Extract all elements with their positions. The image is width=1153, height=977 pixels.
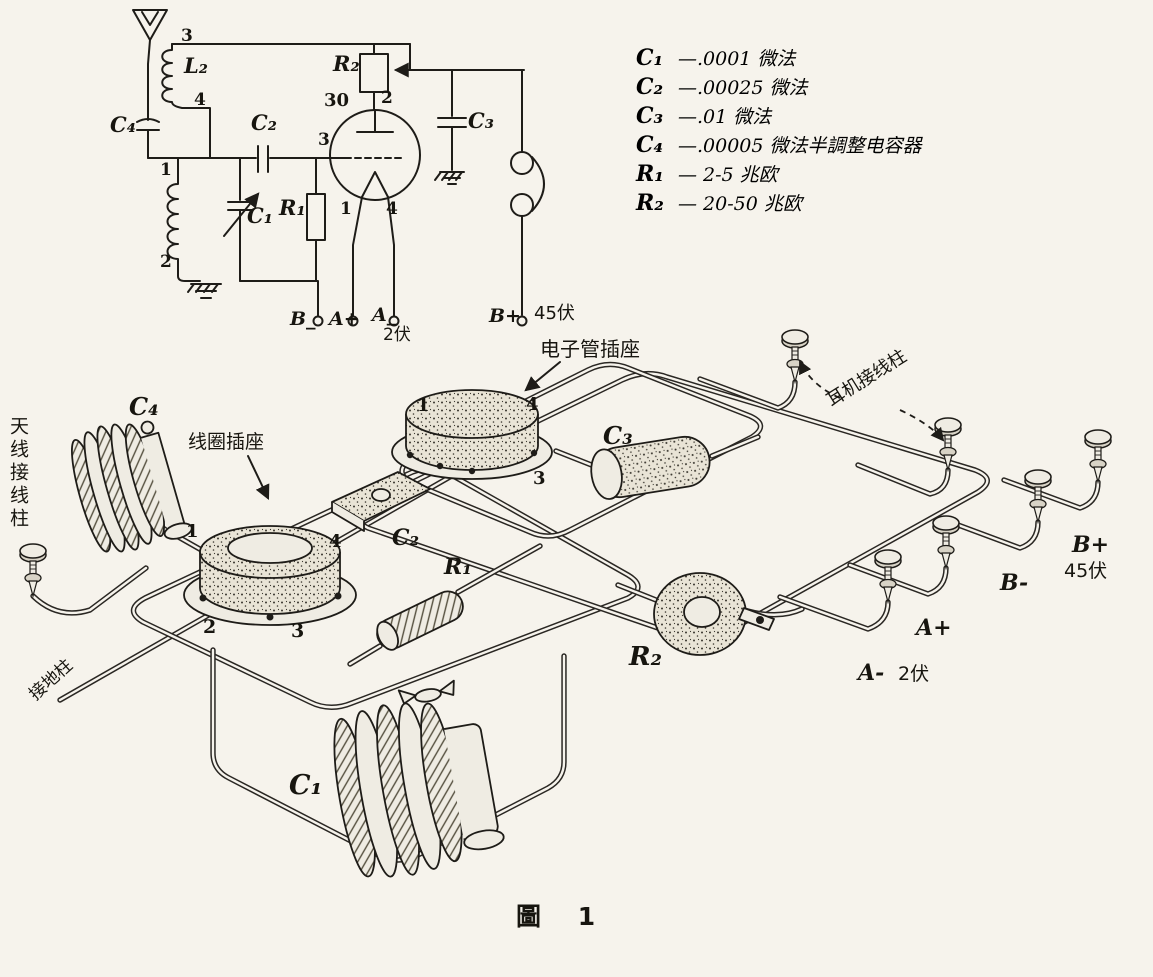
- legend-row-r2: R₂ — 20-50 兆欧: [636, 189, 922, 218]
- r2-rheostat: [653, 572, 775, 656]
- tube-socket: [391, 389, 553, 480]
- a-plus-post: [932, 515, 960, 569]
- callout-arrows: [247, 360, 945, 501]
- schematic-tube-pin2-label: 2: [381, 88, 393, 108]
- figure-caption: 圖 1: [516, 902, 610, 931]
- legend-value-c4: —.00005 微法半調整电容器: [678, 135, 922, 157]
- legend-row-c2: C₂ —.00025 微法: [636, 73, 922, 102]
- headphone-icon: [510, 151, 534, 175]
- schematic-c2-label: C₂: [251, 110, 277, 135]
- schematic-l2-pin3-label: 3: [181, 26, 193, 46]
- schematic-a-plus-label: A+: [329, 308, 360, 330]
- b-plus-post-label: B+: [1072, 532, 1110, 558]
- coil-socket-pin4-label: 4: [329, 531, 342, 552]
- a-minus-post-label: A-: [858, 660, 885, 686]
- schematic-tube-pin3-label: 3: [318, 130, 330, 150]
- r1-resistor: [376, 590, 464, 651]
- legend-ref-c4: C₄: [636, 132, 664, 158]
- schematic-coil-pin2-label: 2: [160, 252, 172, 272]
- schematic-l2-pin4-label: 4: [194, 90, 206, 110]
- legend-value-r2: — 20-50 兆欧: [678, 193, 802, 215]
- c2-part-label: C₂: [392, 525, 420, 551]
- phone-post-1: [781, 329, 809, 383]
- legend-ref-c3: C₃: [636, 103, 664, 129]
- schematic-r1-label: R₁: [279, 195, 306, 220]
- schematic-coil-pin1-label: 1: [160, 160, 172, 180]
- schematic-a-volts-label: 2伏: [383, 325, 411, 345]
- schematic-b-minus-label: B_: [290, 308, 316, 330]
- schematic-r2-label: R₂: [333, 51, 360, 76]
- b-plus-post: [1084, 429, 1112, 483]
- tube-socket-pin3-label: 3: [533, 468, 546, 489]
- coil-socket-pin3-label: 3: [291, 620, 305, 642]
- schematic-tube-type-label: 30: [324, 90, 350, 111]
- component-legend: C₁ —.0001 微法 C₂ —.00025 微法 C₃ —.01 微法 C₄…: [636, 44, 922, 218]
- schematic-tube-pin4-label: 4: [386, 199, 398, 219]
- c4-part-label: C₄: [129, 392, 159, 421]
- coil-socket-pin2-label: 2: [203, 616, 217, 638]
- schematic-a-minus-label: A_: [372, 304, 397, 326]
- antenna-post: [19, 543, 47, 597]
- c1-part-label: C₁: [289, 770, 323, 801]
- antenna-post-label: 天线接线柱: [7, 416, 29, 531]
- binding-posts: [19, 329, 1112, 603]
- legend-row-c3: C₃ —.01 微法: [636, 102, 922, 131]
- b-minus-post-label: B-: [1000, 570, 1029, 596]
- schematic-b-plus-label: B+: [489, 305, 521, 327]
- a-minus-volts-label: 2伏: [898, 663, 930, 685]
- tube-socket-pin1-label: 1: [417, 395, 430, 416]
- schematic-circuit: [132, 9, 545, 327]
- r2-part-label: R₂: [629, 642, 662, 672]
- coil-socket-label: 线圈插座: [188, 431, 265, 453]
- c4-trimmer-capacitor: [71, 420, 193, 553]
- schematic-c1-label: C₁: [247, 203, 273, 228]
- legend-value-r1: — 2-5 兆欧: [678, 164, 778, 186]
- c3-part-label: C₃: [603, 421, 633, 450]
- legend-value-c3: —.01 微法: [678, 106, 772, 128]
- antenna-icon: [132, 9, 168, 41]
- schematic-l2-label: L₂: [184, 53, 208, 78]
- c1-variable-capacitor: [333, 679, 505, 878]
- legend-ref-r2: R₂: [636, 190, 664, 216]
- legend-value-c1: —.0001 微法: [678, 48, 796, 70]
- c2-capacitor: [331, 471, 431, 532]
- c3-capacitor: [590, 435, 711, 500]
- legend-ref-c1: C₁: [636, 45, 664, 71]
- a-plus-post-label: A+: [916, 615, 952, 641]
- legend-ref-c2: C₂: [636, 74, 664, 100]
- coil-socket: [183, 525, 357, 626]
- r1-part-label: R₁: [444, 554, 472, 580]
- schematic-c4-label: C₄: [110, 112, 136, 137]
- tube-socket-pin4-label: 4: [526, 394, 539, 415]
- schematic-tube-pin1-label: 1: [340, 199, 352, 219]
- coil-socket-pin1-label: 1: [186, 521, 199, 542]
- tube-socket-label: 电子管插座: [540, 337, 640, 361]
- b-plus-volts-label: 45伏: [1064, 560, 1108, 582]
- legend-value-c2: —.00025 微法: [678, 77, 808, 99]
- legend-row-c4: C₄ —.00005 微法半調整电容器: [636, 131, 922, 160]
- schematic-b-volts-label: 45伏: [534, 303, 575, 324]
- schematic-c3-label: C₃: [468, 108, 494, 133]
- legend-ref-r1: R₁: [636, 161, 664, 187]
- legend-row-c1: C₁ —.0001 微法: [636, 44, 922, 73]
- legend-row-r1: R₁ — 2-5 兆欧: [636, 160, 922, 189]
